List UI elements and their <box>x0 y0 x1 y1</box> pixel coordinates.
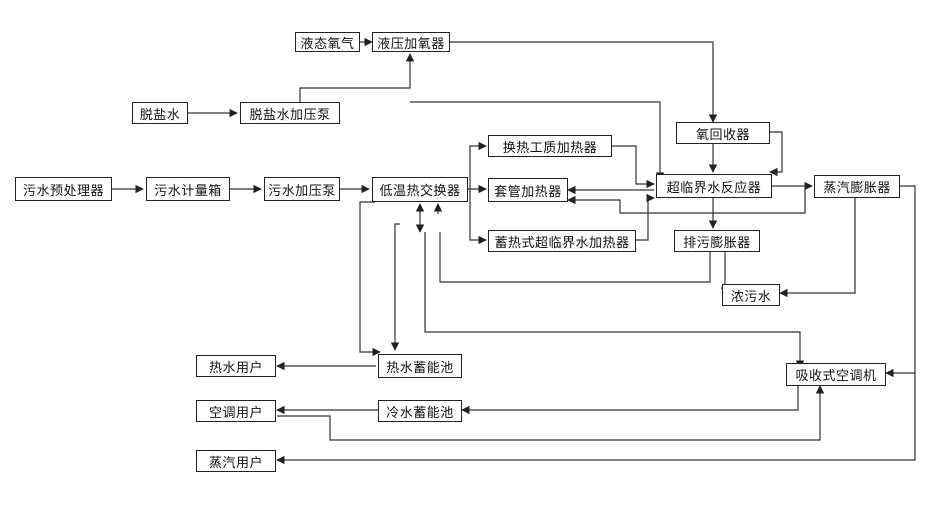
wire-steam-loop <box>567 186 806 214</box>
wire-ac-return <box>277 385 825 441</box>
node-ac-user: 空调用户 <box>196 400 276 422</box>
node-sewage-meter-tank: 污水计量箱 <box>146 177 230 201</box>
node-oxygen-recovery: 氧回收器 <box>676 122 770 144</box>
wire-recovery-loop <box>769 131 783 177</box>
node-hot-water-user: 热水用户 <box>196 355 276 377</box>
wire-exchanger-to-hot-tank <box>359 201 381 357</box>
node-sewage-pretreat: 污水预处理器 <box>15 177 112 201</box>
node-heat-medium-heater: 换热工质加热器 <box>488 135 612 157</box>
wire-to-absorption <box>424 232 805 369</box>
node-absorption-ac: 吸收式空调机 <box>786 363 886 386</box>
node-concentrated-water: 浓污水 <box>722 284 780 306</box>
wire-to-storage-heater <box>469 189 487 245</box>
wire-medium-heater-to-reactor <box>612 145 655 189</box>
node-demin-water: 脱盐水 <box>132 102 188 124</box>
wire-ac-to-cold-tank <box>461 386 799 415</box>
node-tube-heater: 套管加热器 <box>488 178 568 202</box>
node-heat-storage-heater: 蓄热式超临界水加热器 <box>488 230 636 252</box>
node-hydraulic-oxygen-pump: 液压加氧器 <box>372 32 450 52</box>
node-steam-expander: 蒸汽膨胀器 <box>814 175 900 198</box>
wire-oxygen-pump-to-recovery <box>450 41 718 123</box>
wire-pump-to-oxygen-pump <box>299 53 415 102</box>
wire-exchanger-to-hot-tank-2 <box>390 223 400 351</box>
wire-steam-to-conc <box>779 198 856 298</box>
node-cold-water-tank: 冷水蓄能池 <box>378 400 462 422</box>
wire-to-reactor-top <box>410 101 665 181</box>
node-sewage-pump: 污水加压泵 <box>264 177 340 201</box>
node-discharge-expander: 排污膨胀器 <box>674 230 760 252</box>
wire-to-medium-heater <box>469 141 487 189</box>
node-hot-water-tank: 热水蓄能池 <box>378 354 462 378</box>
node-liquid-oxygen: 液态氧气 <box>295 32 360 52</box>
wire-storage-to-reactor <box>636 193 655 241</box>
wire-discharge-return <box>439 232 711 283</box>
node-scw-reactor: 超临界水反应器 <box>656 174 772 198</box>
node-demin-water-pump: 脱盐水加压泵 <box>240 102 340 124</box>
node-steam-user: 蒸汽用户 <box>196 450 276 472</box>
node-low-temp-exchanger: 低温热交换器 <box>372 177 468 202</box>
wire-steam-to-user <box>276 185 916 465</box>
